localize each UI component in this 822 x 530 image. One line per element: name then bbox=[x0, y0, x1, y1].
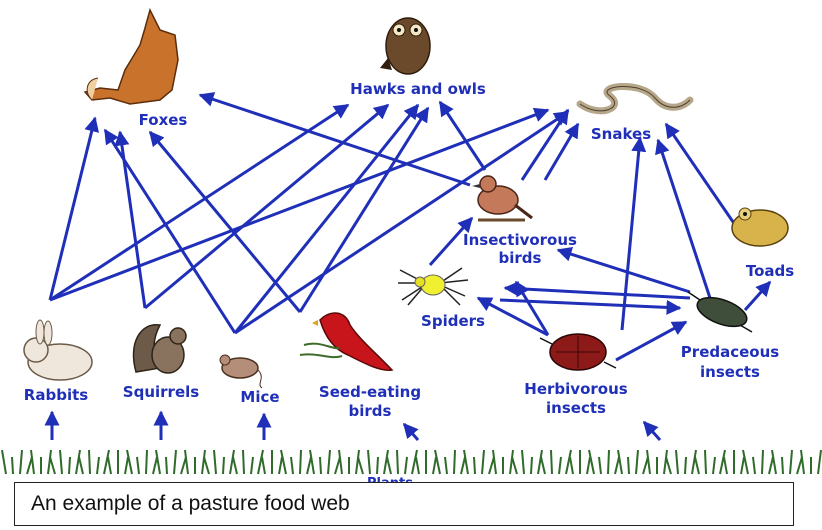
label-insectivorous: Insectivorous bbox=[463, 231, 577, 249]
label-rabbits: Rabbits bbox=[24, 386, 88, 404]
grass-blade bbox=[12, 457, 13, 474]
label-herbivorous-insects: insects bbox=[546, 399, 606, 417]
squirrel-icon bbox=[133, 325, 186, 373]
arrow-predinsects-snakes bbox=[658, 140, 710, 298]
label-spiders: Spiders bbox=[421, 312, 485, 330]
grass-blade bbox=[146, 450, 147, 474]
grass-blade bbox=[166, 457, 167, 474]
label-foxes: Foxes bbox=[139, 111, 188, 129]
caption-box: An example of a pasture food web bbox=[14, 482, 794, 526]
label-insectivorous-birds: birds bbox=[499, 249, 542, 267]
arrow-herbinsects-snakes bbox=[622, 138, 640, 330]
toad-icon bbox=[732, 208, 788, 246]
grass-blade bbox=[69, 457, 70, 474]
grass-blade bbox=[377, 457, 378, 474]
arrow-plants-herbinsects bbox=[644, 422, 660, 440]
grass-blade bbox=[223, 457, 224, 474]
grass-blade bbox=[608, 450, 609, 474]
label-snakes: Snakes bbox=[591, 125, 651, 143]
arrow-toads-snakes bbox=[666, 124, 742, 235]
label-herbivorous: Herbivorous bbox=[524, 380, 627, 398]
label-predaceous-insects: insects bbox=[700, 363, 760, 381]
arrow-seedbirds-hawks bbox=[300, 108, 428, 312]
grass-blade bbox=[300, 450, 301, 474]
label-squirrels: Squirrels bbox=[123, 383, 199, 401]
arrow-spiders-snakes bbox=[545, 124, 578, 180]
caption-text: An example of a pasture food web bbox=[31, 492, 350, 516]
arrow-plants-seedbirds bbox=[404, 424, 418, 440]
grass-blade bbox=[705, 450, 706, 474]
mouse-icon bbox=[220, 355, 262, 388]
grass-blade bbox=[89, 450, 90, 474]
arrow-predinsects-insectbirds bbox=[558, 250, 690, 292]
cardinal-icon bbox=[300, 313, 392, 370]
grass-blade bbox=[762, 450, 763, 474]
herbivorous-insect-icon bbox=[540, 334, 616, 370]
predaceous-insect-icon bbox=[688, 292, 752, 332]
rabbit-icon bbox=[24, 320, 92, 380]
grass-blade bbox=[243, 450, 244, 474]
arrow-spiders-predinsects bbox=[500, 300, 680, 308]
label-hawks-and-owls: Hawks and owls bbox=[350, 80, 486, 98]
label-toads: Toads bbox=[746, 262, 794, 280]
label-seed-eating-birds: birds bbox=[349, 402, 392, 420]
arrow-mice-foxes bbox=[105, 130, 235, 333]
arrow-squirrels-hawks bbox=[145, 105, 388, 308]
grass-blade bbox=[551, 450, 552, 474]
arrow-insectbirds-foxes bbox=[200, 95, 470, 185]
insectivorous-bird-icon bbox=[472, 176, 532, 220]
label-mice: Mice bbox=[240, 388, 279, 406]
arrow-insectbirds-snakes bbox=[522, 110, 568, 180]
grass-blade bbox=[782, 457, 783, 474]
grass-blade bbox=[454, 450, 455, 474]
grass-blade bbox=[397, 450, 398, 474]
snake-icon bbox=[580, 86, 690, 110]
arrow-predinsects-spiders bbox=[505, 288, 690, 298]
label-predaceous: Predaceous bbox=[681, 343, 779, 361]
label-seed-eating: Seed-eating bbox=[319, 383, 421, 401]
arrow-predinsects-toads bbox=[745, 282, 770, 310]
owl-icon bbox=[380, 18, 430, 74]
grass-blade bbox=[628, 457, 629, 474]
grass-blade bbox=[531, 457, 532, 474]
grass-blade bbox=[685, 457, 686, 474]
arrow-rabbits-foxes bbox=[50, 118, 95, 300]
spider-icon bbox=[398, 268, 468, 305]
arrow-herbinsects-predinsects bbox=[616, 322, 686, 360]
grass-blade bbox=[474, 457, 475, 474]
fox-icon bbox=[85, 10, 178, 104]
grass-blade bbox=[320, 457, 321, 474]
